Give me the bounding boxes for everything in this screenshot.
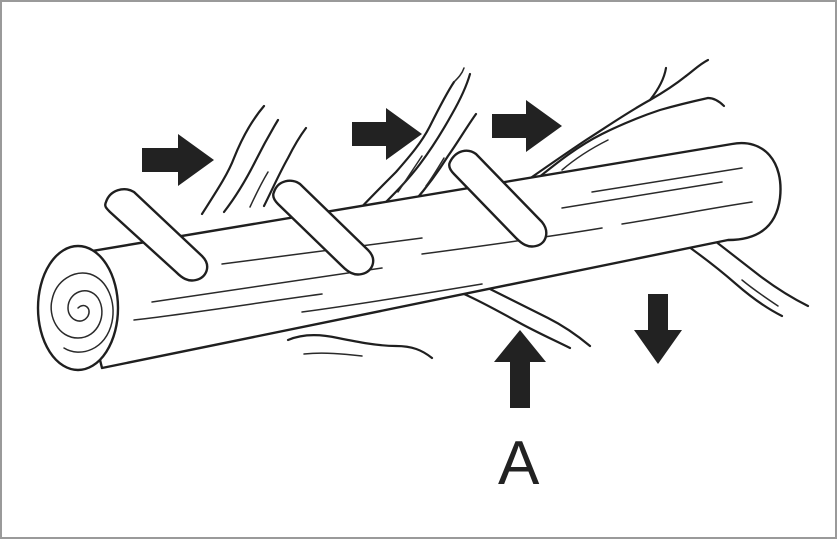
lower-root-1-fiber	[303, 352, 363, 357]
root-3-fiber	[561, 139, 609, 171]
grain-5	[561, 181, 723, 209]
root-1-inner	[222, 118, 280, 214]
grain-4	[421, 227, 603, 255]
grain-6	[591, 167, 743, 193]
arrow-down-icon	[634, 294, 682, 364]
root-3-twig-a	[648, 66, 668, 102]
arrows	[142, 100, 682, 408]
lower-root-2	[462, 292, 572, 350]
band-2	[272, 179, 375, 276]
root-3-main	[520, 74, 688, 186]
lower-root-4	[680, 240, 784, 318]
root-2-left	[355, 80, 456, 214]
bands	[104, 149, 548, 282]
lower-roots	[286, 232, 810, 360]
root-2-fiber-a	[397, 155, 423, 193]
lower-root-3	[486, 286, 592, 348]
arrow-right-icon	[142, 134, 214, 186]
upper-roots	[200, 58, 726, 216]
log	[36, 141, 782, 372]
root-1-right	[262, 126, 308, 208]
lower-root-fiber	[741, 279, 779, 307]
arrow-right-icon	[352, 108, 422, 160]
root-2-right	[412, 112, 478, 204]
root-1-fiber	[249, 171, 269, 208]
arrow-right-icon	[492, 100, 562, 152]
root-2-tip	[453, 67, 465, 83]
lower-root-1	[286, 334, 434, 360]
root-3-twig-c	[706, 96, 726, 108]
log-body	[72, 141, 782, 370]
figure-label: A	[498, 429, 540, 498]
grain-2	[133, 293, 323, 321]
log-end-rings	[50, 272, 114, 353]
grain-8	[301, 283, 483, 313]
band-1	[104, 188, 209, 282]
arrow-up-icon	[494, 330, 546, 408]
grain-7	[621, 201, 753, 225]
band-3	[448, 149, 548, 248]
root-3-branch	[536, 96, 710, 180]
lower-root-5	[704, 232, 810, 308]
root-2-fiber-b	[425, 157, 445, 187]
root-3-twig-b	[684, 58, 710, 78]
root-1-left	[200, 104, 266, 216]
